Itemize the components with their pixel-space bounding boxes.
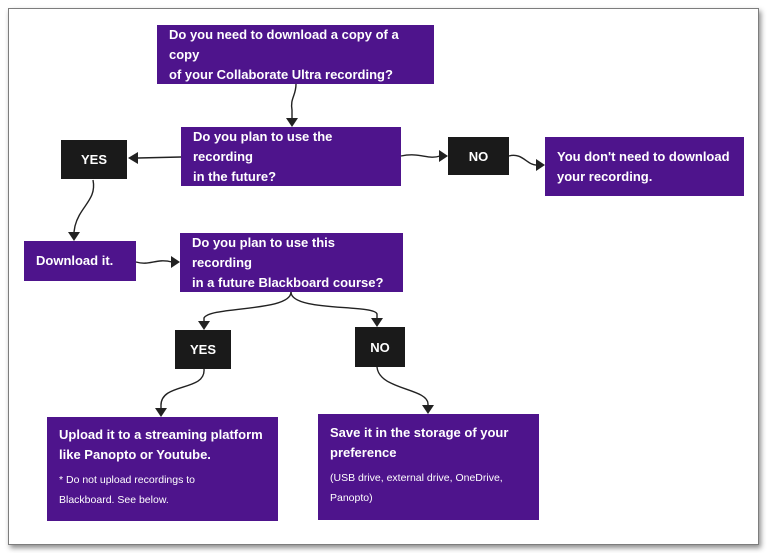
arrowhead-upload (155, 408, 167, 417)
no-badge-blackboard: NO (355, 327, 405, 367)
yes-badge-future: YES (61, 140, 127, 179)
question-use-in-future: Do you plan to use the recording in the … (181, 127, 401, 186)
result-no-download: You don't need to download your recordin… (545, 137, 744, 196)
connector-q3-to-yes (203, 291, 292, 322)
arrowhead-no-1 (439, 150, 448, 162)
result-upload-note-line-2: Blackboard. See below. (59, 494, 169, 506)
connector-q2-to-yes (137, 156, 182, 159)
no-badge-future-label: NO (468, 148, 489, 164)
connector-yes-to-download (73, 179, 95, 233)
result-save-note-line-1: (USB drive, external drive, OneDrive, (330, 472, 503, 484)
question-use-in-future-line-1: Do you plan to use the recording (193, 128, 333, 164)
no-badge-blackboard-label: NO (370, 339, 390, 355)
yes-badge-future-label: YES (80, 152, 107, 167)
arrowhead-no-download (536, 159, 545, 171)
connector-q2-to-no (400, 154, 441, 158)
connector-download-to-q3 (135, 260, 173, 264)
result-no-download-line-1: You don't need to download (557, 148, 730, 164)
result-upload-streaming-line-1: Upload it to a streaming platform (59, 427, 263, 442)
question-download-copy-line-1: Do you need to download a copy of a copy (169, 26, 399, 62)
connector-yes-to-upload (160, 368, 205, 409)
arrowhead-no-2 (371, 318, 383, 327)
arrowhead-q3 (171, 256, 180, 268)
step-download-it: Download it. (24, 241, 136, 281)
question-download-copy: Do you need to download a copy of a copy… (157, 25, 434, 84)
yes-badge-blackboard: YES (175, 330, 231, 369)
arrowhead-yes-1 (128, 152, 138, 164)
question-use-in-future-line-2: in the future? (193, 168, 277, 184)
connector-q1-to-q2 (290, 83, 297, 118)
result-upload-streaming-line-2: like Panopto or Youtube. (59, 447, 211, 462)
question-future-blackboard-course-line-2: in a future Blackboard course? (192, 274, 384, 290)
step-download-it-label: Download it. (36, 253, 114, 268)
question-download-copy-line-2: of your Collaborate Ultra recording? (169, 66, 393, 82)
connector-no-to-save (376, 366, 429, 406)
yes-badge-blackboard-label: YES (189, 342, 216, 357)
arrowhead-download (68, 232, 80, 241)
connector-q3-to-no (290, 291, 378, 319)
question-future-blackboard-course: Do you plan to use this recording in a f… (180, 233, 403, 292)
result-upload-note-line-1: * Do not upload recordings to (59, 474, 196, 486)
result-save-storage-line-2: preference (330, 445, 397, 460)
arrowhead-yes-2 (198, 321, 210, 330)
arrowhead-q2 (286, 118, 298, 127)
result-upload-streaming: Upload it to a streaming platform like P… (47, 417, 278, 521)
arrowhead-save (422, 405, 434, 414)
result-save-storage: Save it in the storage of your preferenc… (318, 414, 539, 520)
result-no-download-line-2: your recording. (557, 168, 653, 184)
connector-no-to-no-download (508, 154, 538, 166)
no-badge-future: NO (448, 137, 509, 175)
question-future-blackboard-course-line-1: Do you plan to use this recording (192, 234, 336, 270)
result-save-note-line-2: Panopto) (330, 492, 373, 504)
result-save-storage-line-1: Save it in the storage of your (330, 425, 509, 440)
